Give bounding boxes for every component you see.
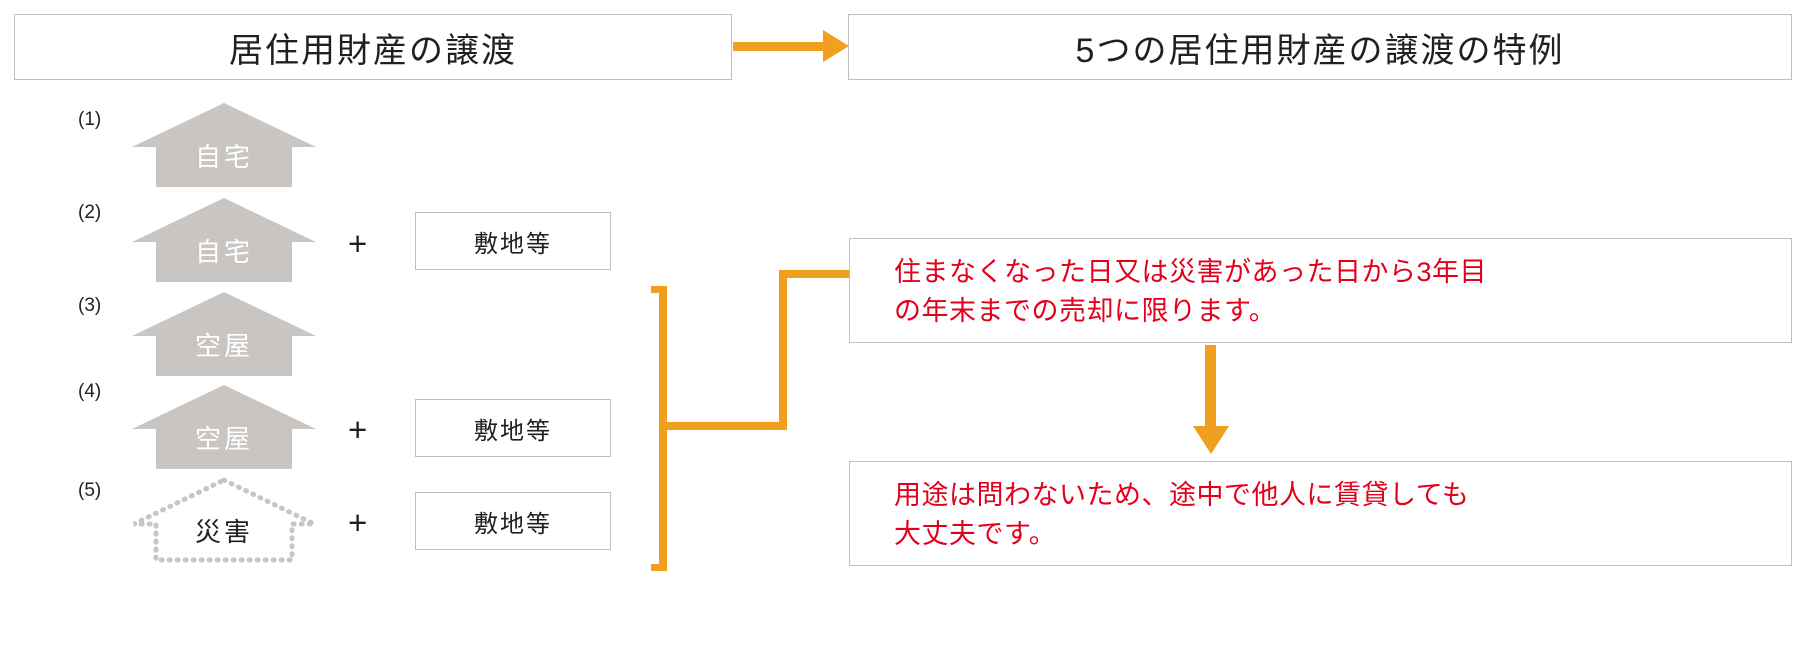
header-left-title: 居住用財産の譲渡 [229,31,517,70]
house-label-1: 自宅 [194,142,253,172]
land-box-row-5: 敷地等 [415,492,611,550]
header-box-right: 5つの居住用財産の譲渡の特例 [848,14,1792,80]
note-1-line-2: の年末までの売却に限ります。 [894,296,1277,327]
house-shape-3: 空屋 [126,290,322,378]
land-label-5: 敷地等 [474,510,552,538]
arrow-down-icon [1193,426,1229,454]
house-shape-4: 空屋 [126,383,322,471]
connector-riser [779,270,787,428]
bracket-top-tick [651,286,661,293]
house-shape-5: 災害 [126,476,322,564]
arrow-right-icon [823,30,849,62]
row-index-4: (4) [78,381,102,402]
connector-to-note-1 [779,270,851,278]
house-label-2: 自宅 [194,237,253,267]
note-box-2: 用途は問わないため、途中で他人に賃貸しても 大丈夫です。 [849,461,1792,566]
house-label-4: 空屋 [194,424,253,454]
note-2-line-1: 用途は問わないため、途中で他人に賃貸しても [894,480,1470,510]
note-1-line-1: 住まなくなった日又は災害があった日から3年目 [894,257,1488,287]
row-index-2: (2) [78,202,102,223]
house-shape-1: 自宅 [126,101,322,189]
plus-sign-row-2: + [348,225,368,262]
note-box-1: 住まなくなった日又は災害があった日から3年目 の年末までの売却に限ります。 [849,238,1792,343]
note-2-line-2: 大丈夫です。 [894,519,1057,550]
row-index-1: (1) [78,109,102,130]
house-shape-2: 自宅 [126,196,322,284]
house-icon [132,292,316,376]
house-icon [132,103,316,187]
connector-horizontal [659,422,787,430]
house-label-3: 空屋 [194,331,253,361]
bracket-bottom-tick [651,564,661,571]
house-label-5: 災害 [194,517,253,547]
plus-sign-row-5: + [348,504,368,541]
house-icon [132,385,316,469]
note-link-arrow-shaft [1205,345,1216,428]
header-right-title: 5つの居住用財産の譲渡の特例 [1075,31,1565,70]
land-label-2: 敷地等 [474,230,552,258]
land-box-row-4: 敷地等 [415,399,611,457]
header-arrow-shaft [733,42,825,51]
house-icon [132,198,316,282]
plus-sign-row-4: + [348,411,368,448]
row-index-3: (3) [78,295,102,316]
row-index-5: (5) [78,480,102,501]
land-box-row-2: 敷地等 [415,212,611,270]
header-box-left: 居住用財産の譲渡 [14,14,732,80]
land-label-4: 敷地等 [474,417,552,445]
house-outline-dotted-icon [132,477,316,563]
